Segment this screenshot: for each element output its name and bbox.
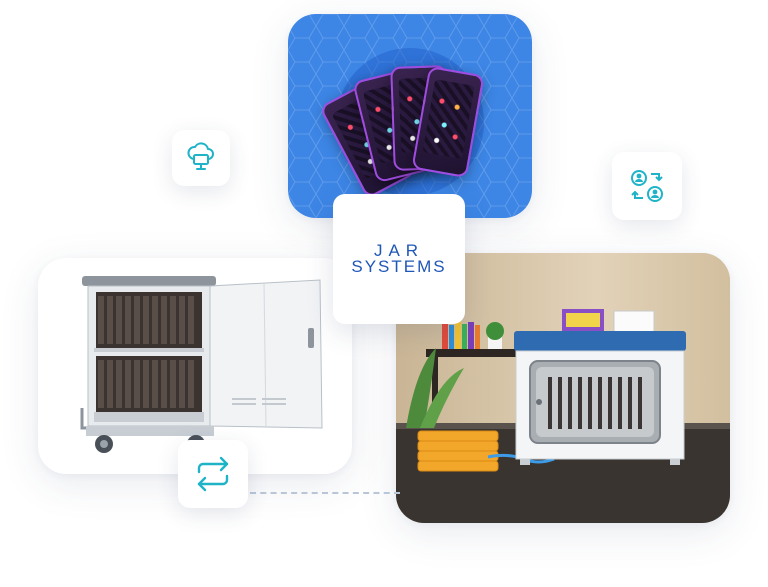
logo-text-jar: JAR: [373, 241, 425, 260]
dashed-connector: [250, 492, 400, 494]
user-swap-icon: [631, 170, 663, 202]
cloud-monitor-icon: [187, 142, 214, 170]
sync-arrows-tile: [178, 440, 248, 508]
cloud-monitor-tile: [172, 130, 230, 186]
logo-text-systems: SYSTEMS: [351, 257, 447, 276]
charging-cart-card: [38, 258, 352, 474]
jar-systems-logo: JAR SYSTEMS: [333, 194, 465, 324]
charging-station-photo: [396, 253, 730, 523]
user-swap-tile: [612, 152, 682, 220]
phones-card: [288, 14, 532, 218]
charging-station-photo-card: [396, 253, 730, 523]
charging-cart-image: [80, 276, 323, 453]
sync-arrows-icon: [197, 456, 229, 492]
